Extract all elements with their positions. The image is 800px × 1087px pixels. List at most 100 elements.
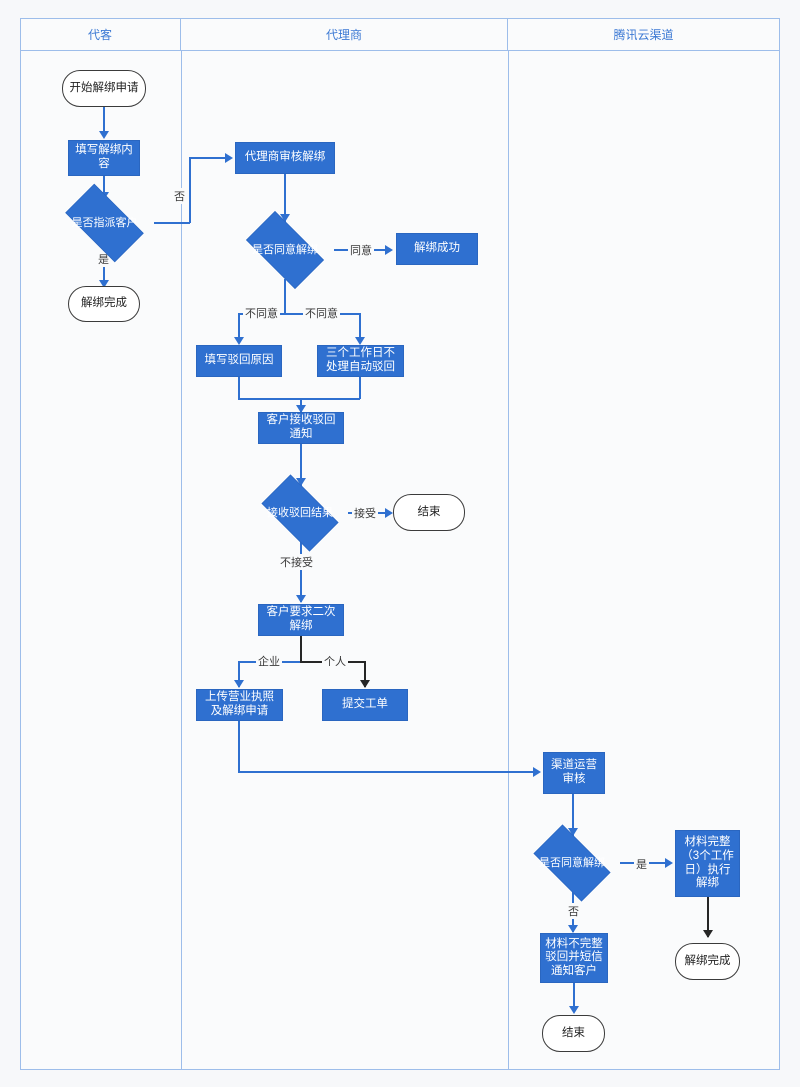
node-fill-rejection-reason[interactable]: 填写驳回原因 [196, 345, 282, 377]
node-label: 开始解绑申请 [69, 81, 139, 94]
edge-label-not-accept: 不接受 [278, 554, 315, 570]
connector-n6-split-h [238, 313, 360, 315]
connector-merge-h [238, 398, 360, 400]
arrowhead-n11-n13 [296, 595, 306, 603]
connector-n16-n17 [572, 794, 574, 836]
node-end-channel[interactable]: 结束 [542, 1015, 605, 1052]
node-auto-reject-three-days[interactable]: 三个工作日不处理自动驳回 [317, 345, 404, 377]
node-label: 渠道运营审核 [551, 759, 597, 785]
edge-label-no-assign: 否 [172, 188, 187, 204]
arrowhead-n10 [296, 405, 306, 413]
connector-split-n9 [359, 313, 361, 343]
edge-label-accept: 接受 [352, 505, 378, 521]
edge-label-disagree-1: 不同意 [243, 305, 280, 321]
edge-label-individual: 个人 [322, 653, 348, 669]
arrowhead-n8 [234, 337, 244, 345]
node-label: 材料不完整驳回并短信通知客户 [545, 937, 603, 977]
connector-n9-merge-v [359, 377, 361, 399]
lane-header-agent: 代理商 [181, 18, 508, 50]
node-label: 是否指派客户 [71, 216, 138, 229]
arrowhead-n18-n20 [703, 930, 713, 938]
arrowhead-n16 [533, 767, 541, 777]
arrowhead-n6-n7 [385, 245, 393, 255]
arrowhead-n19-n21 [569, 1006, 579, 1014]
node-label: 材料完整（3个工作日）执行解绑 [681, 836, 734, 890]
node-label: 客户接收驳回通知 [266, 414, 336, 440]
arrowhead-n15 [360, 680, 370, 688]
node-decision-receive-rejection-result[interactable]: 接收驳回结果 [252, 474, 348, 552]
lane-header-tencent: 腾讯云渠道 [613, 27, 674, 42]
connector-n19-n21 [573, 983, 575, 1011]
connector-n8-merge-v [238, 377, 240, 399]
edge-label-no-channel: 否 [566, 903, 581, 919]
arrowhead-n5-n6 [280, 214, 290, 222]
node-channel-operation-review[interactable]: 渠道运营审核 [543, 752, 605, 794]
node-label: 解绑成功 [414, 242, 460, 255]
swimlane-frame [20, 18, 780, 1070]
connector-n14-n16-h [238, 771, 536, 773]
connector-n3-n5-h2 [189, 157, 227, 159]
node-end-agent[interactable]: 结束 [393, 494, 465, 531]
arrowhead-n10-n11 [296, 478, 306, 486]
edge-label-enterprise: 企业 [256, 653, 282, 669]
connector-n3-n5-v [189, 157, 191, 223]
connector-n1-n2 [103, 107, 105, 133]
connector-n6-split-v [284, 279, 286, 314]
arrowhead-n3-n4 [99, 280, 109, 288]
node-label: 解绑完成 [684, 954, 731, 967]
arrowhead-n3-n5 [225, 153, 233, 163]
lane-header-customer: 代客 [20, 18, 181, 50]
connector-n3-n4 [103, 250, 105, 288]
node-label: 是否同意解绑 [252, 243, 318, 256]
arrowhead-n14 [234, 680, 244, 688]
node-label: 客户要求二次解绑 [266, 606, 336, 632]
node-upload-license-and-application[interactable]: 上传营业执照及解绑申请 [196, 689, 283, 721]
node-label: 解绑完成 [81, 297, 127, 310]
node-label: 三个工作日不处理自动驳回 [326, 347, 395, 373]
arrowhead-n17-n18 [665, 858, 673, 868]
node-start-unbind-request[interactable]: 开始解绑申请 [62, 70, 146, 107]
node-decision-assign-customer[interactable]: 是否指派客户 [55, 183, 154, 263]
node-label: 填写解绑内容 [75, 144, 133, 170]
lane-divider-1 [181, 51, 182, 1070]
node-label: 接收驳回结果 [267, 506, 333, 519]
node-label: 填写驳回原因 [204, 354, 274, 367]
connector-n14-n16-v [238, 721, 240, 772]
arrowhead-n16-n17 [568, 828, 578, 836]
connector-split-n15 [364, 661, 366, 687]
node-fill-unbind-content[interactable]: 填写解绑内容 [68, 140, 140, 176]
connector-n2-n3 [103, 176, 105, 198]
node-unbind-success[interactable]: 解绑成功 [396, 233, 478, 265]
arrowhead-n1-n2 [99, 131, 109, 139]
swimlane-header-row: 代客 代理商 腾讯云渠道 [20, 18, 780, 51]
node-customer-request-second-unbind[interactable]: 客户要求二次解绑 [258, 604, 344, 636]
edge-label-yes-channel: 是 [634, 856, 649, 872]
connector-n10-n11 [300, 444, 302, 486]
node-customer-receive-rejection[interactable]: 客户接收驳回通知 [258, 412, 344, 444]
connector-split-n14 [238, 661, 240, 687]
node-label: 提交工单 [342, 698, 388, 711]
node-agent-review-unbind[interactable]: 代理商审核解绑 [235, 142, 335, 174]
node-unbind-complete-channel[interactable]: 解绑完成 [675, 943, 740, 980]
edge-label-disagree-2: 不同意 [303, 305, 340, 321]
node-decision-agent-agree[interactable]: 是否同意解绑 [236, 211, 334, 289]
arrowhead-n9 [355, 337, 365, 345]
connector-split-n8 [238, 313, 240, 343]
connector-n5-n6 [284, 174, 286, 222]
node-submit-ticket[interactable]: 提交工单 [322, 689, 408, 721]
arrowhead-n17-n19 [568, 925, 578, 933]
node-label: 结束 [562, 1026, 585, 1039]
connector-n3-n5-h1 [154, 222, 190, 224]
node-materials-incomplete-reject-sms[interactable]: 材料不完整驳回并短信通知客户 [540, 933, 608, 983]
node-materials-complete-execute-unbind[interactable]: 材料完整（3个工作日）执行解绑 [675, 830, 740, 897]
node-decision-channel-agree[interactable]: 是否同意解绑 [524, 824, 620, 902]
node-label: 上传营业执照及解绑申请 [205, 691, 274, 717]
node-label: 是否同意解绑 [539, 856, 605, 869]
connector-n11-n13 [300, 542, 302, 602]
connector-n13-split-v [300, 636, 302, 662]
arrowhead-n11-n12 [385, 508, 393, 518]
node-unbind-complete-customer[interactable]: 解绑完成 [68, 286, 140, 322]
node-label: 代理商审核解绑 [244, 151, 326, 164]
edge-label-agree: 同意 [348, 242, 374, 258]
